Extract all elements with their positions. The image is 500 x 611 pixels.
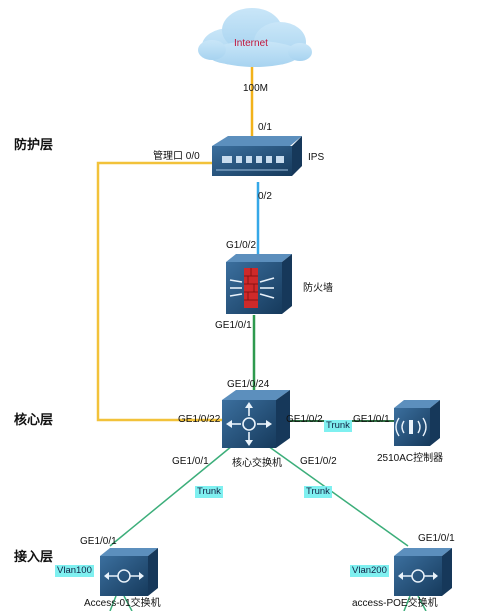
ips-device-label: IPS <box>308 152 325 163</box>
vlan-left-tag: Vlan100 <box>55 565 94 577</box>
core-switch-icon <box>222 390 290 448</box>
access1-port-label: GE1/0/1 <box>80 536 117 547</box>
layer-core-label: 核心层 <box>14 412 54 427</box>
ac-controller-device-label: 2510AC控制器 <box>377 453 444 464</box>
access2-downlink <box>403 595 411 611</box>
cloud-icon <box>198 8 312 67</box>
access2-port-label: GE1/0/1 <box>418 533 455 544</box>
trunk-right-tag: Trunk <box>304 486 332 498</box>
trunk-ac-tag: Trunk <box>324 420 352 432</box>
ips-out-port-label: 0/2 <box>258 191 272 202</box>
access2-device-label: access-POE交换机 <box>352 598 438 609</box>
fw-out-port-label: GE1/0/1 <box>215 320 252 331</box>
access-switch-icon <box>100 548 158 596</box>
trunk-left-tag: Trunk <box>195 486 223 498</box>
core-left-port-label: GE1/0/1 <box>172 456 209 467</box>
core-up-port-label: GE1/0/24 <box>227 379 270 390</box>
ac-port-label: GE1/0/1 <box>353 414 390 425</box>
core-switch-device-label: 核心交换机 <box>232 458 282 469</box>
ac-controller-icon <box>394 400 440 446</box>
access1-downlink-2 <box>123 595 133 611</box>
access1-device-label: Access-01交换机 <box>84 598 161 609</box>
wan-speed-label: 100M <box>243 83 269 94</box>
core-ac-port-label: GE1/0/2 <box>286 414 323 425</box>
core-access1-link <box>109 445 233 547</box>
firewall-device-label: 防火墙 <box>303 283 333 294</box>
fw-in-port-label: G1/0/2 <box>226 240 257 251</box>
ips-mgmt-port-label: 管理口 0/0 <box>153 151 200 162</box>
ips-in-port-label: 0/1 <box>258 122 272 133</box>
internet-label: Internet <box>234 38 268 49</box>
core-right-port-label: GE1/0/2 <box>300 456 337 467</box>
mgmt-link <box>96 161 222 422</box>
ips-appliance-icon <box>212 136 302 176</box>
access1-downlink <box>109 595 117 611</box>
core-access2-link <box>267 445 409 547</box>
firewall-icon <box>226 254 292 314</box>
vlan-right-tag: Vlan200 <box>350 565 389 577</box>
core-mgmt-port-label: GE1/0/22 <box>178 414 221 425</box>
access2-downlink-2 <box>417 595 427 611</box>
layer-protection-label: 防护层 <box>14 137 54 152</box>
access-poe-switch-icon <box>394 548 452 596</box>
layer-access-label: 接入层 <box>14 549 54 564</box>
